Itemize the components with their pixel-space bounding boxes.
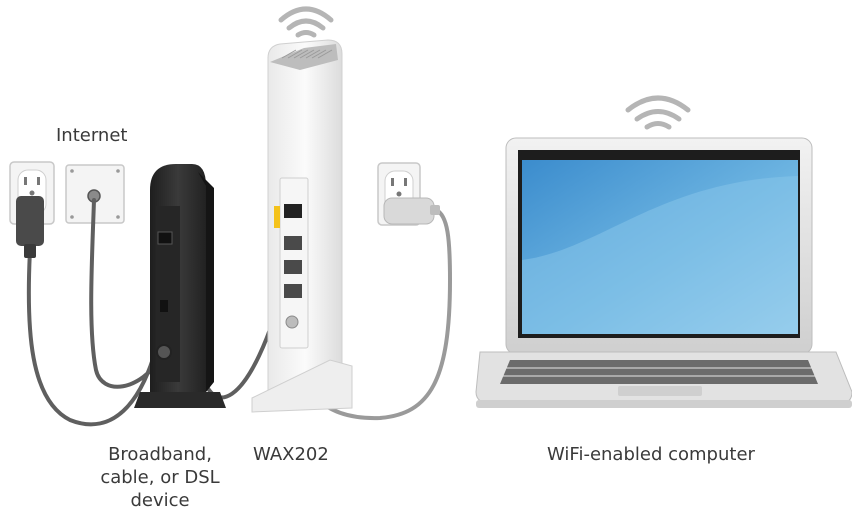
modem-label-line-3: device bbox=[130, 490, 190, 511]
power-adapter-icon bbox=[383, 197, 440, 225]
wan-port-accent bbox=[274, 206, 280, 228]
keyboard-keys bbox=[503, 367, 815, 377]
modem-label-line-1: Broadband, bbox=[108, 444, 212, 465]
power-port bbox=[285, 315, 299, 329]
internet-label: Internet bbox=[56, 125, 128, 146]
router-device bbox=[251, 39, 353, 413]
wan-port bbox=[284, 204, 302, 218]
coax-cable bbox=[89, 198, 164, 389]
lan-port-1 bbox=[284, 236, 302, 250]
lan-port-3 bbox=[284, 284, 302, 298]
laptop-label: WiFi-enabled computer bbox=[547, 444, 755, 465]
keyboard bbox=[500, 360, 818, 384]
cables bbox=[26, 198, 453, 427]
vent-grille bbox=[281, 49, 333, 59]
power-plug-icon bbox=[16, 196, 44, 258]
router-label: WAX202 bbox=[253, 444, 329, 465]
trackpad bbox=[618, 386, 702, 396]
wifi-signal-icon bbox=[625, 95, 691, 130]
lan-port-2 bbox=[284, 260, 302, 274]
modem-label: Broadband, cable, or DSL device bbox=[96, 443, 224, 512]
modem-label-line-2: cable, or DSL bbox=[100, 467, 220, 488]
modem-power-cable bbox=[26, 248, 168, 427]
laptop-device bbox=[475, 137, 852, 408]
modem-device bbox=[134, 164, 226, 408]
wifi-signal-icon bbox=[278, 6, 334, 38]
